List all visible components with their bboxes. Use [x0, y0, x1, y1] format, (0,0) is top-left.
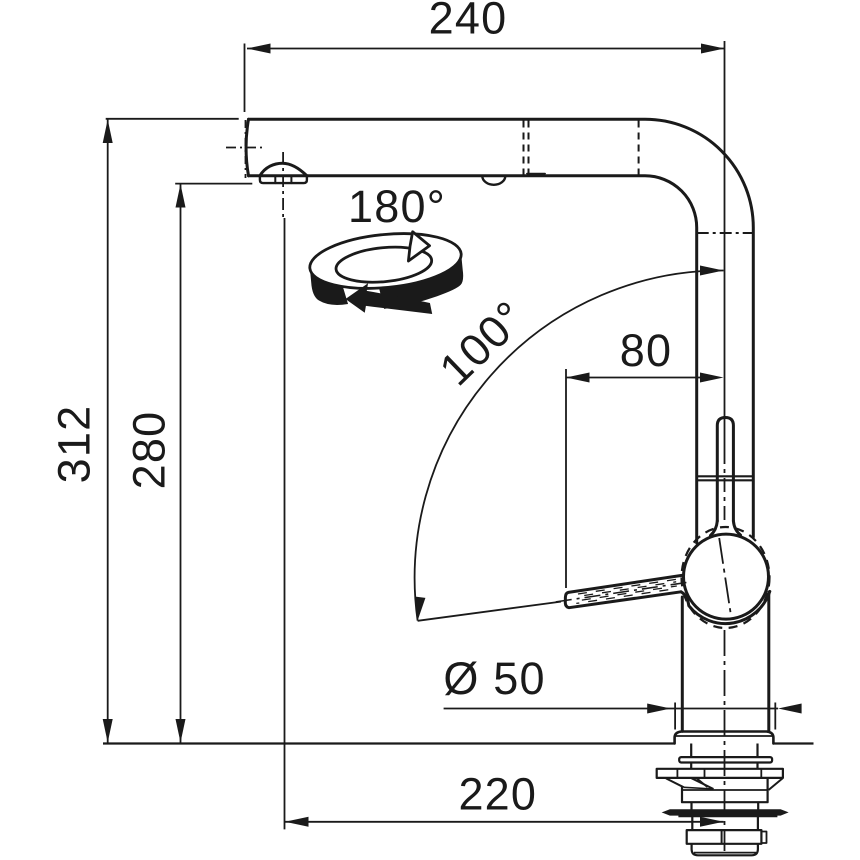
- svg-text:180°: 180°: [348, 181, 446, 232]
- svg-text:280: 280: [124, 411, 175, 490]
- svg-text:240: 240: [429, 0, 508, 44]
- svg-text:220: 220: [458, 769, 537, 820]
- svg-text:312: 312: [49, 405, 100, 484]
- svg-text:Ø 50: Ø 50: [443, 653, 545, 704]
- svg-text:80: 80: [620, 325, 672, 376]
